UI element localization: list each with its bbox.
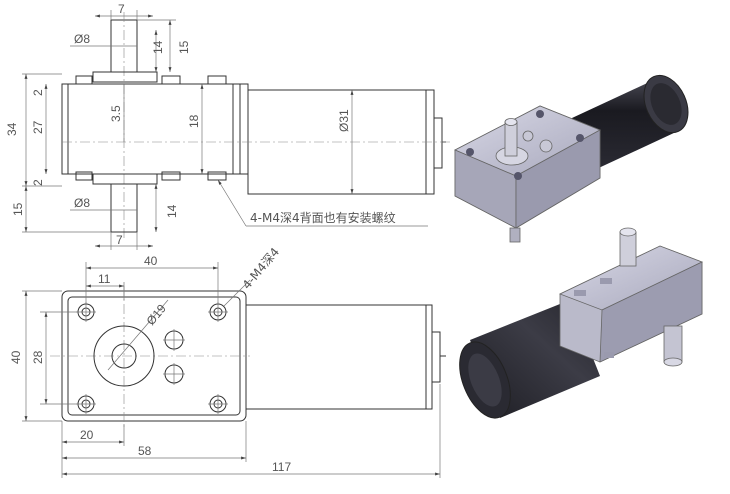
dim-shaft-top-width: 7 [118,2,125,16]
dim-offset-3-5: 3.5 [109,105,123,122]
dim-motor-diameter: Ø31 [337,109,351,132]
dim-width-117: 117 [272,460,291,474]
dim-height-34: 34 [5,122,19,136]
dim-height-2-bottom: 2 [31,179,45,186]
dim-shaft-top-len-14: 14 [151,40,165,54]
dim-height-27: 27 [31,120,45,134]
dim-width-58: 58 [138,444,152,458]
dim-shaft-bottom-diameter: Ø8 [74,196,90,210]
dim-height-40-left: 40 [9,350,23,364]
mounting-hole [208,302,228,322]
dim-height-18: 18 [187,114,201,128]
dim-width-20: 20 [80,428,94,442]
mounting-hole [76,394,96,414]
dim-shaft-top-diameter: Ø8 [74,32,90,46]
motor-render-iso-top [454,74,689,243]
front-view: 40 11 Ø19 4-M4深4 40 28 20 58 117 [9,245,446,478]
dim-width-11: 11 [98,272,111,286]
mounting-hole [208,394,228,414]
dim-shaft-bottom-15: 15 [11,202,25,216]
note-front-mounting-holes: 4-M4深4 [240,245,283,292]
dim-shaft-bottom-14: 14 [165,204,179,218]
note-side-mounting-holes: 4-M4深4背面也有安装螺纹 [250,210,396,225]
output-hub [93,325,155,387]
dim-width-40-top: 40 [144,254,158,268]
motor-render-iso-bottom [459,227,704,419]
dim-shaft-top-len-15: 15 [177,40,191,54]
dim-height-28: 28 [31,350,45,364]
dim-height-2-top: 2 [31,89,45,96]
mounting-hole [76,302,96,322]
side-view: 7 Ø8 14 15 34 27 2 2 3.5 18 Ø31 15 Ø8 [5,2,450,250]
dim-shaft-bottom-width: 7 [116,233,123,247]
